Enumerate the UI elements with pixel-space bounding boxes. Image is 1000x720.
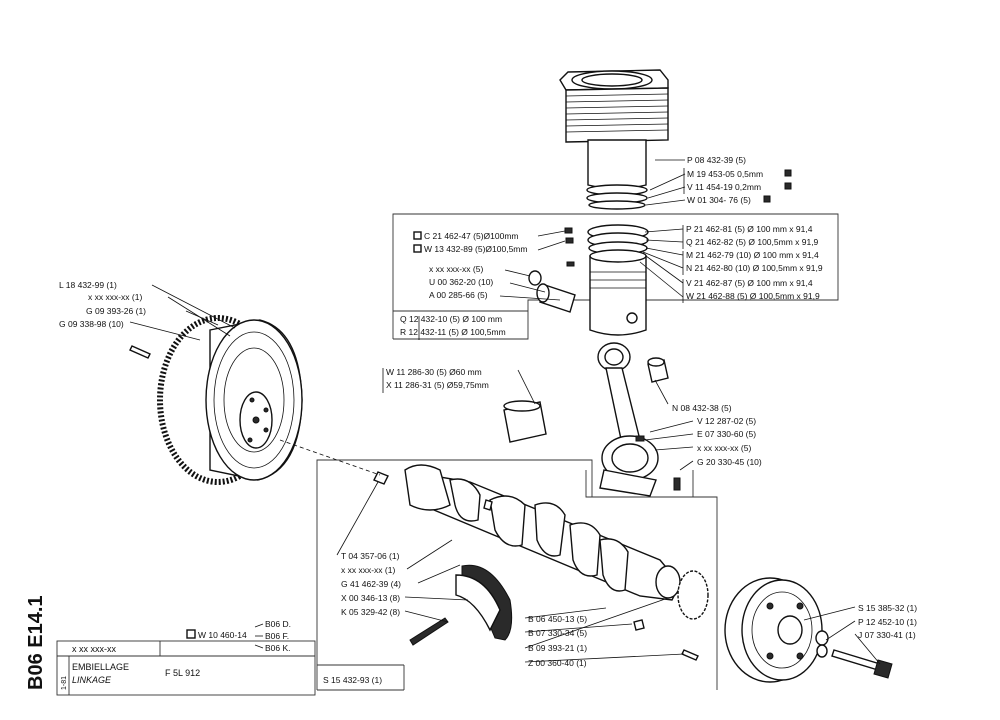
ref-b06f: B06 F.: [265, 631, 289, 641]
label-m21: M 21 462-79 (10) Ø 100 mm x 91,4: [686, 250, 819, 260]
label-xx1b: x xx xxx-xx (1): [341, 565, 395, 575]
label-w01: W 01 304- 76 (5): [687, 195, 751, 205]
title-side-code: 1-81: [61, 676, 68, 690]
flywheel-labels: L 18 432-99 (1) x xx xxx-xx (1) G 09 393…: [59, 280, 146, 329]
label-n08: N 08 432-38 (5): [672, 403, 732, 413]
label-m19: M 19 453-05 0,5mm: [687, 169, 763, 179]
crankshaft: [373, 464, 709, 661]
title-model: F 5L 912: [165, 668, 200, 678]
label-b07: B 07 330-34 (5): [528, 628, 587, 638]
label-u00: U 00 362-20 (10): [429, 277, 493, 287]
title-block: x xx xxx-xx EMBIELLAGE LINKAGE F 5L 912 …: [61, 644, 200, 690]
sheet-code: B06 E14.1: [25, 595, 47, 690]
label-g20: G 20 330-45 (10): [697, 457, 762, 467]
label-c21: C 21 462-47 (5)Ø100mm: [424, 231, 519, 241]
title-line2: LINKAGE: [72, 675, 112, 685]
label-q21: Q 21 462-82 (5) Ø 100,5mm x 91,9: [686, 237, 819, 247]
label-z00: Z 00 360-40 (1): [528, 658, 587, 668]
reference-labels: W 10 460-14 B06 D. B06 F. B06 K.: [186, 619, 291, 653]
title-part-ref: x xx xxx-xx: [72, 644, 116, 654]
ref-b06d: B06 D.: [265, 619, 291, 629]
label-v21: V 21 462-87 (5) Ø 100 mm x 91,4: [686, 278, 813, 288]
label-v11: V 11 454-19 0,2mm: [687, 182, 761, 192]
label-xx1a: x xx xxx-xx (1): [88, 292, 142, 302]
label-e07: E 07 330-60 (5): [697, 429, 756, 439]
label-x00: X 00 346-13 (8): [341, 593, 400, 603]
label-g09b: G 09 338-98 (10): [59, 319, 124, 329]
label-w11: W 11 286-30 (5) Ø60 mm: [386, 367, 482, 377]
ref-b06k: B06 K.: [265, 643, 291, 653]
piston-pin-parts: [528, 227, 576, 313]
label-b09: B 09 393-21 (1): [528, 643, 587, 653]
label-a00: A 00 285-66 (5): [429, 290, 488, 300]
label-p21: P 21 462-81 (5) Ø 100 mm x 91,4: [686, 224, 813, 234]
cylinder-barrel: [559, 69, 669, 210]
label-r12: R 12 432-11 (5) Ø 100,5mm: [400, 327, 506, 337]
checkbox-w13: [413, 244, 422, 253]
label-v12: V 12 287-02 (5): [697, 416, 756, 426]
leader-lines: [129, 159, 881, 665]
label-j07: J 07 330-41 (1): [858, 630, 916, 640]
label-p08: P 08 432-39 (5): [687, 155, 746, 165]
crankshaft-group-frame: [316, 459, 718, 691]
label-xx5a: x xx xxx-xx (5): [429, 264, 483, 274]
title-block-frame: [56, 640, 316, 696]
label-k05: K 05 329-42 (8): [341, 607, 400, 617]
label-s15a: S 15 385-32 (1): [858, 603, 917, 613]
label-n21: N 21 462-80 (10) Ø 100,5mm x 91,9: [686, 263, 823, 273]
rod-labels: W 11 286-30 (5) Ø60 mm X 11 286-31 (5) Ø…: [382, 367, 762, 467]
label-t04: T 04 357-06 (1): [341, 551, 400, 561]
label-w13: W 13 432-89 (5)Ø100,5mm: [424, 244, 527, 254]
piston-labels: C 21 462-47 (5)Ø100mm W 13 432-89 (5)Ø10…: [400, 224, 823, 340]
ref-w10: W 10 460-14: [198, 630, 247, 640]
label-s15b: S 15 432-93 (1): [323, 675, 382, 685]
label-q12: Q 12 432-10 (5) Ø 100 mm: [400, 314, 502, 324]
label-g09a: G 09 393-26 (1): [86, 306, 146, 316]
flywheel: [129, 315, 303, 485]
piston-group-frame: [392, 213, 839, 340]
label-x11: X 11 286-31 (5) Ø59,75mm: [386, 380, 489, 390]
piston: [587, 224, 649, 336]
bearing-shells: [409, 564, 513, 646]
title-line1: EMBIELLAGE: [72, 662, 129, 672]
checkbox-c21: [413, 231, 422, 240]
crankshaft-labels: T 04 357-06 (1) x xx xxx-xx (1) G 41 462…: [323, 551, 587, 685]
label-p12: P 12 452-10 (1): [858, 617, 917, 627]
label-g41: G 41 462-39 (4): [341, 579, 401, 589]
checkbox-w10: [186, 629, 196, 639]
pulley-labels: S 15 385-32 (1) P 12 452-10 (1) J 07 330…: [858, 603, 917, 640]
crankshaft-pulley: [724, 577, 893, 683]
label-w21: W 21 462-88 (5) Ø 100,5mm x 91,9: [686, 291, 820, 301]
connecting-rod: [503, 342, 681, 497]
connecting-rod-frame: [585, 470, 694, 498]
cylinder-labels: P 08 432-39 (5) M 19 453-05 0,5mm V 11 4…: [683, 155, 792, 205]
label-l18: L 18 432-99 (1): [59, 280, 117, 290]
label-b06: B 06 450-13 (5): [528, 614, 587, 624]
label-xx5b: x xx xxx-xx (5): [697, 443, 751, 453]
